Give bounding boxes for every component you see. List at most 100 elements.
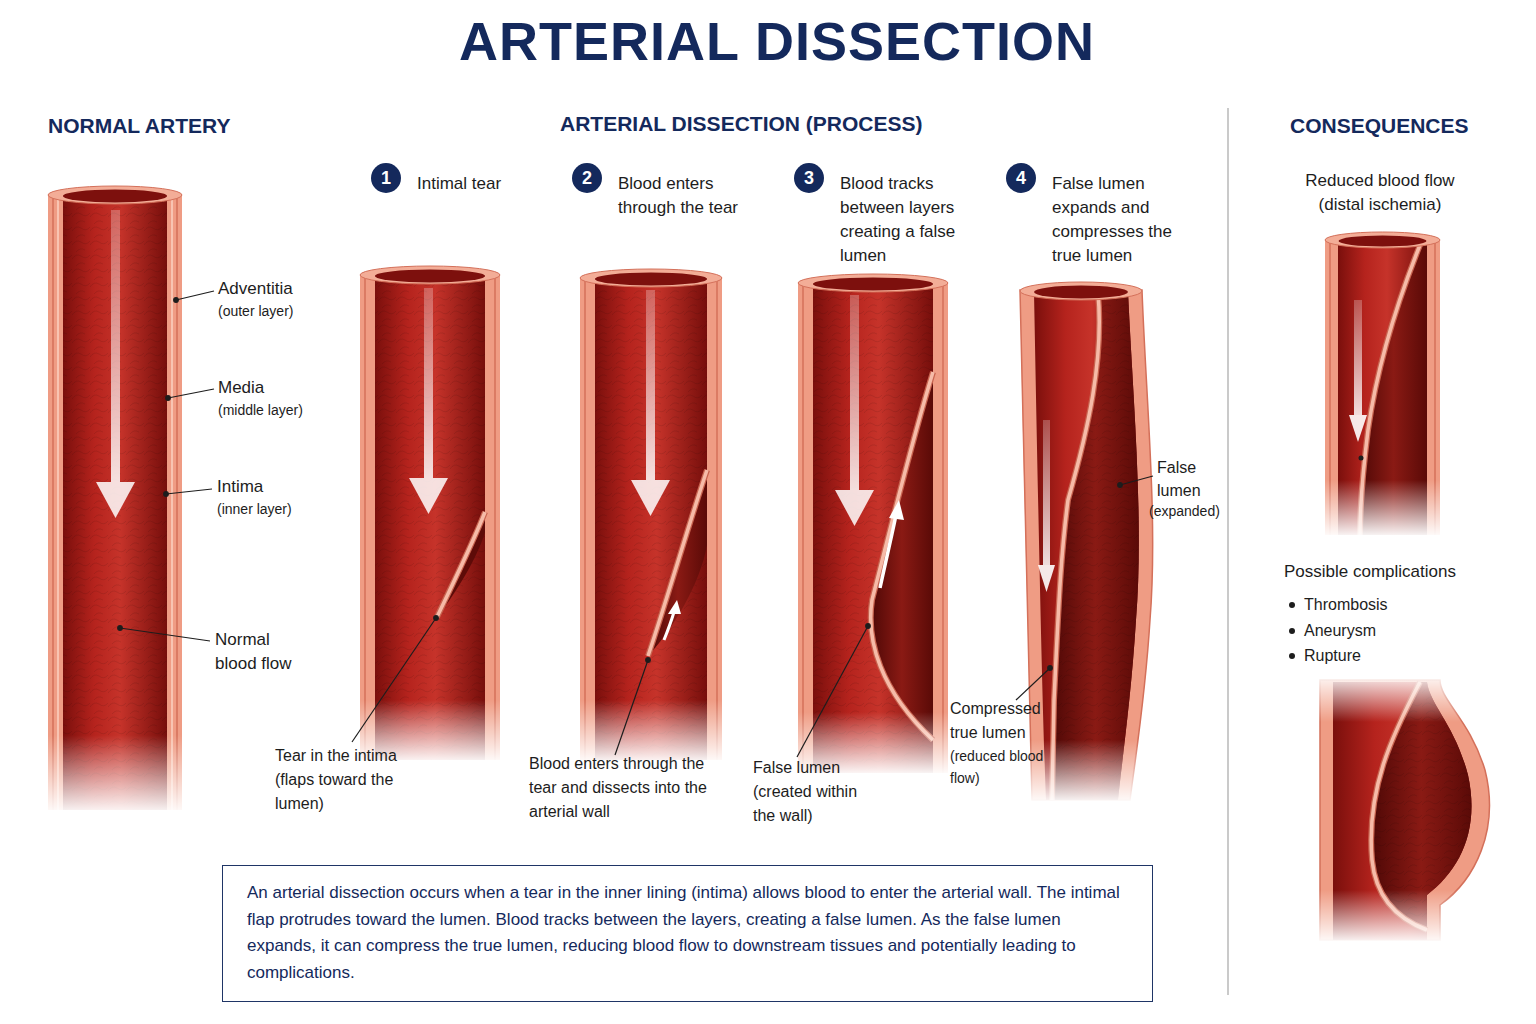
leader-lines-part [118,626,123,631]
artery-step-4-part [1052,292,1139,800]
step-description: Intimal tear [417,172,537,196]
artery-step-2-part [595,278,707,760]
layer-name: Adventitia [218,278,338,300]
artery-step-3-part [813,283,933,773]
leader-lines-part [434,616,439,621]
artery-step-1-part [360,275,500,760]
artery-step-1 [350,266,510,764]
artery-step-2-part [664,612,674,640]
part-label: Normal blood flow [215,628,315,676]
leader-lines-part [1118,483,1123,488]
artery-step-2-part [668,600,681,614]
leader-lines-part [797,626,868,757]
leader-lines-part [1016,668,1050,700]
step-number: 3 [794,163,824,193]
artery-step-2-part [595,273,707,286]
part-label: False lumen [1157,456,1217,502]
artery-step-1-part [409,478,448,514]
leader-lines [118,291,1153,757]
section-heading: CONSEQUENCES [1290,113,1510,139]
reduced-flow-artery-part [1315,480,1450,538]
reduced-flow-artery-part [1349,415,1367,442]
leader-lines-part [1048,666,1053,671]
leader-lines-part [646,658,651,663]
diagram-title: ARTERIAL DISSECTION [0,10,1536,72]
artery-step-2-part [646,290,655,480]
artery-step-3-part [835,490,874,526]
part-note: (created within the wall) [753,780,875,828]
divider-line [1227,108,1229,995]
artery-step-4-part [1020,290,1153,800]
step-description: Blood enters through the tear [618,172,756,220]
consequence-label: Reduced blood flow (distal ischemia) [1290,169,1470,217]
normal-artery-part [96,482,135,518]
artery-step-4-part [1034,292,1139,800]
step-description: False lumen expands and compresses the t… [1052,172,1182,268]
artery-step-1-part [360,266,500,284]
artery-step-2-part [580,269,722,287]
section-heading: NORMAL ARTERY [48,113,308,139]
artery-step-4-part [1020,282,1142,300]
artery-step-2-part [631,480,670,516]
artery-step-3-part [889,500,904,520]
reduced-flow-artery-part [1359,456,1364,461]
leader-lines-part [352,618,436,742]
artery-step-1-part [375,275,485,760]
artery-step-3 [788,274,958,776]
part-note: (reduced blood flow) [950,745,1062,789]
reduced-flow-artery [1315,232,1450,538]
artery-step-3-part [942,283,944,773]
leader-lines-part [164,492,169,497]
leader-lines-part [166,489,212,494]
normal-artery [40,186,190,815]
part-label: Compressed true lumen [950,697,1060,745]
artery-step-2-part [716,278,718,760]
leader-lines-part [120,628,210,641]
artery-step-1-part [375,275,485,760]
normal-artery-part [57,195,59,810]
artery-step-3-part [871,372,933,740]
artery-step-4-part [1043,420,1050,565]
artery-step-2-part [570,700,732,764]
bullet-dots-part [1289,628,1295,634]
step-description: Blood tracks between layers creating a f… [840,172,964,268]
normal-artery-part [40,735,190,815]
artery-step-2 [570,269,732,764]
artery-step-3-part [871,372,933,740]
artery-step-2-part [580,278,722,760]
layer-note: (inner layer) [217,499,337,519]
list-item: Rupture [1304,645,1464,667]
artery-step-2-part [584,278,586,760]
leader-lines-part [166,396,171,401]
normal-artery-part [48,195,182,810]
part-label: Tear in the intima (flaps toward the lum… [275,744,425,816]
artery-step-1-part [437,512,485,617]
artery-step-1-part [494,275,496,760]
artery-step-3-part [813,278,933,291]
leader-lines-part [1120,476,1153,485]
artery-step-1-part [437,512,485,617]
reduced-flow-artery-part [1354,300,1362,415]
part-note: (expanded) [1149,501,1239,521]
artery-step-3-part [798,283,948,773]
normal-artery-part [176,195,178,810]
bullet-dots [1289,602,1295,659]
artery-step-1-part [438,512,485,616]
artery-step-4-part [1034,286,1128,299]
leader-lines-part [174,298,179,303]
leader-lines-part [176,291,214,300]
artery-step-4 [1010,282,1160,804]
normal-artery-part [48,186,182,204]
artery-step-4-part [1038,565,1055,592]
list-heading: Possible complications [1284,561,1504,583]
list-item: Aneurysm [1304,620,1464,642]
normal-artery-part [111,210,120,482]
bullet-dots-part [1289,653,1295,659]
artery-step-3-part [880,515,896,588]
bullet-dots-part [1289,602,1295,608]
step-node: 2Blood enters through the tear [572,163,760,273]
leader-lines-part [168,389,214,398]
artery-step-1-part [364,275,366,760]
section-heading: ARTERIAL DISSECTION (PROCESS) [560,111,960,137]
layer-name: Intima [217,476,337,498]
